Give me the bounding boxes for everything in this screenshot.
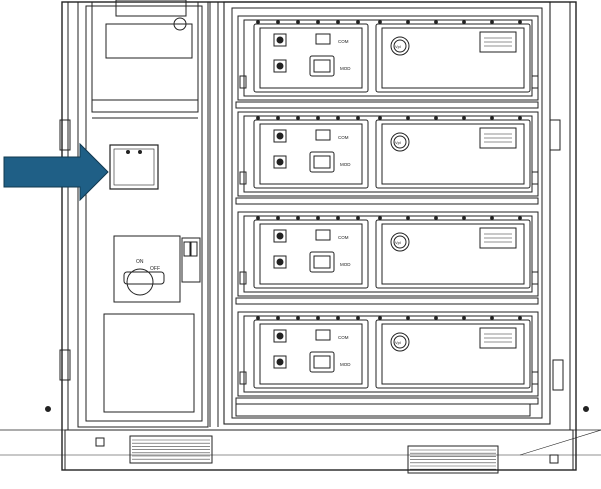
- com-label: COM: [338, 135, 349, 140]
- terminal-negative: [273, 155, 287, 169]
- com-connector: [315, 229, 331, 241]
- logo-text: Vpl: [395, 140, 401, 145]
- door-hinge: [59, 119, 71, 151]
- base-bolt: [95, 437, 105, 447]
- com-label: COM: [338, 235, 349, 240]
- door-hinge: [59, 349, 71, 381]
- mod-label: MOD: [340, 262, 351, 267]
- vent-right: [407, 445, 499, 474]
- battery-module: [235, 15, 539, 109]
- center-divider: [209, 2, 219, 427]
- switch-off-label: OFF: [150, 266, 160, 272]
- mod-connector: [309, 55, 335, 77]
- logo-badge: [390, 332, 410, 352]
- arrow-right-icon: [3, 142, 109, 202]
- terminal-positive: [273, 329, 287, 343]
- module-handle: [239, 75, 247, 89]
- mod-label: MOD: [340, 162, 351, 167]
- terminal-negative: [273, 59, 287, 73]
- mod-connector: [309, 351, 335, 373]
- left-compartment: [45, 0, 209, 428]
- terminal-positive: [273, 33, 287, 47]
- switch-on-label: ON: [136, 259, 144, 265]
- isolator-switch: [113, 235, 201, 303]
- mod-connector: [309, 251, 335, 273]
- module-handle: [239, 171, 247, 185]
- module-handle: [531, 75, 539, 89]
- mod-label: MOD: [340, 362, 351, 367]
- module-handle: [531, 271, 539, 285]
- mod-connector: [309, 151, 335, 173]
- module-handle: [531, 171, 539, 185]
- spec-label: [479, 31, 517, 53]
- battery-module: [235, 111, 539, 205]
- spec-label: [479, 327, 517, 349]
- spec-label: [479, 127, 517, 149]
- com-label: COM: [338, 39, 349, 44]
- top-panel: [105, 23, 193, 59]
- logo-badge: [390, 232, 410, 252]
- com-connector: [315, 129, 331, 141]
- lower-access-panel: [103, 313, 195, 413]
- spec-label: [479, 227, 517, 249]
- terminal-positive: [273, 229, 287, 243]
- vent-left: [129, 435, 213, 464]
- module-handle: [239, 371, 247, 385]
- mod-label: MOD: [340, 66, 351, 71]
- indicator-lamp: [173, 17, 187, 31]
- battery-module: [235, 211, 539, 305]
- com-connector: [315, 33, 331, 45]
- base-bolt: [549, 454, 559, 464]
- com-label: COM: [338, 335, 349, 340]
- door-hinge: [549, 119, 561, 151]
- door-hinge: [552, 359, 564, 391]
- terminal-negative: [273, 255, 287, 269]
- logo-text: Vpl: [395, 240, 401, 245]
- junction-box: [109, 144, 159, 190]
- module-handle: [531, 371, 539, 385]
- terminal-positive: [273, 129, 287, 143]
- logo-text: Vpl: [395, 340, 401, 345]
- cabinet-base: [64, 429, 574, 471]
- logo-badge: [390, 36, 410, 56]
- module-handle: [239, 271, 247, 285]
- logo-badge: [390, 132, 410, 152]
- com-connector: [315, 329, 331, 341]
- battery-module: [235, 311, 539, 405]
- terminal-negative: [273, 355, 287, 369]
- logo-text: Vpl: [395, 44, 401, 49]
